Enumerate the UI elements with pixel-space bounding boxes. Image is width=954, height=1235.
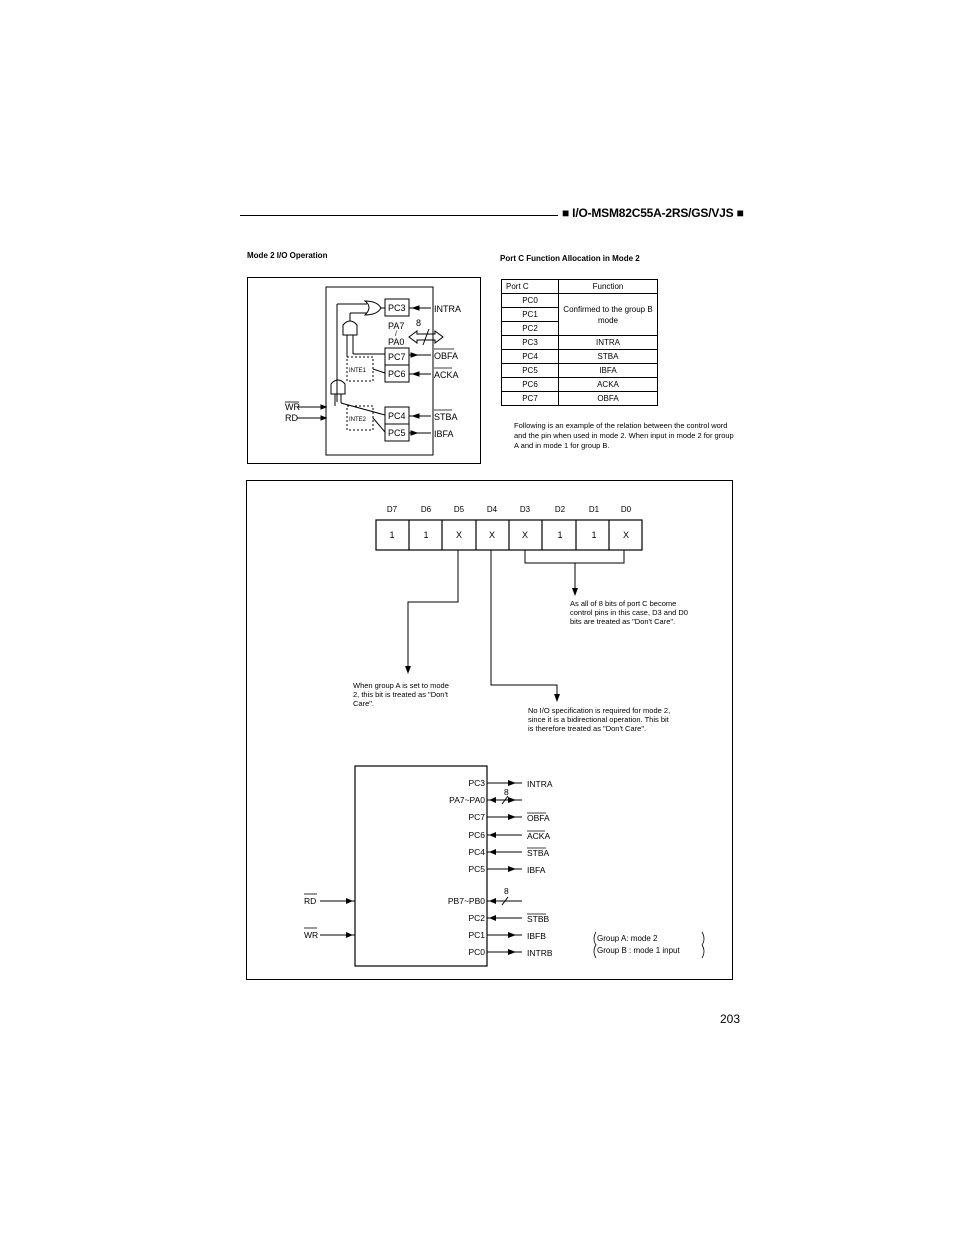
signal-label: INTRA: [527, 779, 553, 789]
signal-label: STBB: [527, 914, 550, 924]
and-gate-2: [330, 379, 346, 395]
pin-label: PC7: [468, 812, 485, 822]
signal-label: IBFA: [527, 865, 546, 875]
svg-text:PC4: PC4: [388, 411, 406, 421]
signal-label: INTRB: [527, 948, 553, 958]
svg-text:INTE1: INTE1: [349, 368, 367, 374]
control-word-bits: D7 D6 D5 D4 D3 D2 D1 D0 1 1 X X X 1 1 X: [375, 505, 643, 551]
signal-label: STBA: [527, 848, 550, 858]
bit-note-leaders: [405, 550, 625, 702]
bit-value: 1: [423, 530, 428, 540]
pin-label: PB7~PB0: [448, 896, 485, 906]
mode2-example-note: Following is an example of the relation …: [514, 421, 734, 450]
group-b-note: Group B : mode 1 input: [597, 946, 680, 955]
svg-text:PC6: PC6: [388, 369, 406, 379]
chip-outline: [325, 286, 434, 456]
svg-text:INTE2: INTE2: [349, 417, 367, 423]
bit-value: X: [522, 530, 528, 540]
signal-label: IBFB: [527, 931, 546, 941]
signal-label: OBFA: [527, 813, 550, 823]
pa-bus-arrow: [408, 330, 444, 344]
pin-label: PC3: [468, 778, 485, 788]
input-label-wr: WR: [304, 930, 318, 940]
bit-value: X: [456, 530, 462, 540]
page-number: 203: [720, 1012, 741, 1026]
pin-label: PC2: [468, 913, 485, 923]
note-d5: When group A is set to mode 2, this bit …: [353, 681, 449, 708]
group-a-note: Group A: mode 2: [597, 934, 658, 943]
port-c-table-title: Port C Function Allocation in Mode 2: [500, 254, 640, 263]
mode2-io-title: Mode 2 I/O Operation: [247, 251, 328, 260]
bit-value: X: [489, 530, 495, 540]
svg-text:ACKA: ACKA: [434, 370, 459, 380]
svg-text:STBA: STBA: [434, 412, 458, 422]
svg-text:PC5: PC5: [388, 428, 406, 438]
input-label-rd: RD: [304, 896, 316, 906]
chip-outline: [354, 765, 488, 967]
or-gate: [363, 300, 382, 316]
table-row: PC0 Confirmed to the group B mode: [501, 293, 658, 336]
svg-text:/: /: [395, 331, 397, 338]
bit-label: D1: [589, 505, 600, 514]
bit-label: D2: [555, 505, 566, 514]
bit-label: D6: [421, 505, 432, 514]
svg-text:PC7: PC7: [388, 352, 406, 362]
pin-label: PC6: [468, 830, 485, 840]
bit-value: 1: [591, 530, 596, 540]
pin-label: PC1: [468, 930, 485, 940]
svg-text:IBFA: IBFA: [434, 429, 454, 439]
signal-label: ACKA: [527, 831, 550, 841]
svg-text:PC3: PC3: [388, 303, 406, 313]
and-gate-1: [342, 320, 358, 336]
bit-label: D5: [454, 505, 465, 514]
bus-width-label: 8: [504, 787, 509, 797]
svg-text:RD: RD: [285, 413, 298, 423]
pin-label: PC4: [468, 847, 485, 857]
note-d3-d0: As all of 8 bits of port C become contro…: [570, 599, 688, 626]
bit-value: 1: [389, 530, 394, 540]
header-rule: [240, 215, 558, 216]
svg-text:OBFA: OBFA: [434, 351, 458, 361]
note-d4: No I/O specification is required for mod…: [528, 706, 671, 733]
bit-value: X: [623, 530, 629, 540]
control-word-figure-frame: [246, 480, 733, 980]
port-c-function-table: Port C Function PC0 Confirmed to the gro…: [501, 279, 658, 406]
svg-text:PA7: PA7: [388, 321, 404, 331]
page-header-title: ■ I/O-MSM82C55A-2RS/GS/VJS ■: [562, 206, 744, 220]
mode2-circuit-diagram: PC3 PA7 / PA0 PC7 PC6 PC4 PC5 INTE1 INTE…: [285, 286, 461, 456]
bit-label: D4: [487, 505, 498, 514]
svg-text:PA0: PA0: [388, 337, 404, 347]
table-header-row: Port C Function: [501, 279, 658, 294]
svg-text:WR: WR: [285, 402, 300, 412]
bit-label: D0: [621, 505, 632, 514]
pin-label: PA7~PA0: [449, 795, 485, 805]
mode2-pin-diagram: PC3 PA7~PA0 PC7 PC6 PC4 PC5 PB7~PB0 PC2 …: [304, 765, 705, 967]
bit-label: D7: [387, 505, 398, 514]
bit-label: D3: [520, 505, 531, 514]
bit-value: 1: [557, 530, 562, 540]
svg-text:8: 8: [416, 318, 421, 328]
bus-width-label: 8: [504, 886, 509, 896]
svg-text:INTRA: INTRA: [434, 304, 461, 314]
mode2-figure-frame: [247, 277, 481, 464]
pin-label: PC0: [468, 947, 485, 957]
pin-label: PC5: [468, 864, 485, 874]
